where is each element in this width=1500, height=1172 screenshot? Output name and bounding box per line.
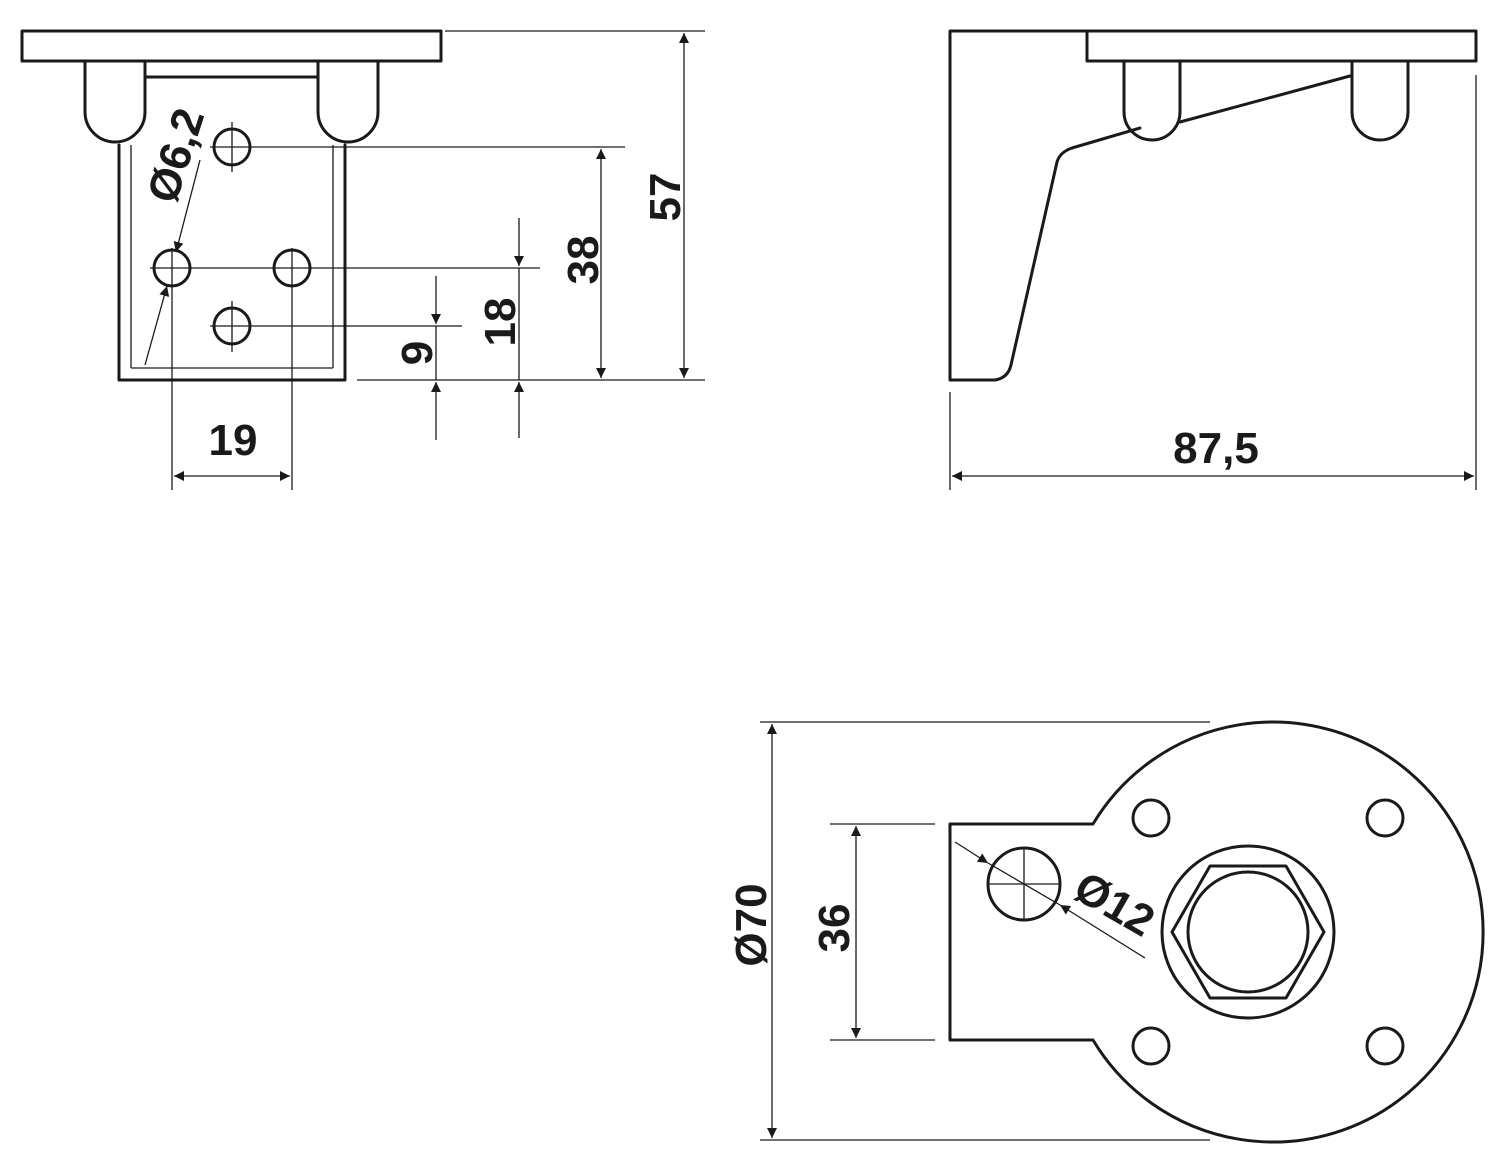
dim-36-label: 36 xyxy=(810,904,859,953)
side-view: 87,5 xyxy=(948,29,1478,490)
bottom-mount-hole-br xyxy=(1365,1026,1405,1066)
bottom-hex-nut xyxy=(1170,864,1326,1000)
front-left-lug xyxy=(83,59,147,144)
dim-12-label: Ø12 xyxy=(1066,862,1163,946)
dim-18-label: 18 xyxy=(476,298,525,347)
side-right-lug xyxy=(1350,59,1410,142)
side-top-plate xyxy=(1085,29,1478,63)
bottom-nut-outer-circle xyxy=(1160,844,1336,1020)
dim-38-label: 38 xyxy=(559,236,608,285)
side-left-lug xyxy=(1122,59,1182,142)
dim-hole-diameter-label: Ø6,2 xyxy=(138,103,214,209)
front-view: 57 38 18 9 19 Ø6,2 xyxy=(20,29,705,490)
dim-57-label: 57 xyxy=(641,173,690,222)
dim-9-label: 9 xyxy=(393,341,442,365)
front-top-plate xyxy=(20,29,443,63)
bottom-outline xyxy=(948,720,1485,1144)
bottom-center-bore xyxy=(1186,870,1310,994)
front-right-lug xyxy=(316,59,380,144)
dim-70-label: Ø70 xyxy=(727,883,776,966)
bottom-view: Ø12 Ø70 36 xyxy=(727,720,1485,1144)
side-bracket-profile xyxy=(948,29,1142,382)
bottom-mount-hole-tl xyxy=(1131,798,1171,838)
dim-87-5-label: 87,5 xyxy=(1173,424,1259,473)
dim-19-label: 19 xyxy=(209,416,258,465)
bottom-mount-hole-bl xyxy=(1131,1026,1171,1066)
bottom-mount-hole-tr xyxy=(1365,798,1405,838)
front-bracket-body xyxy=(117,143,347,382)
